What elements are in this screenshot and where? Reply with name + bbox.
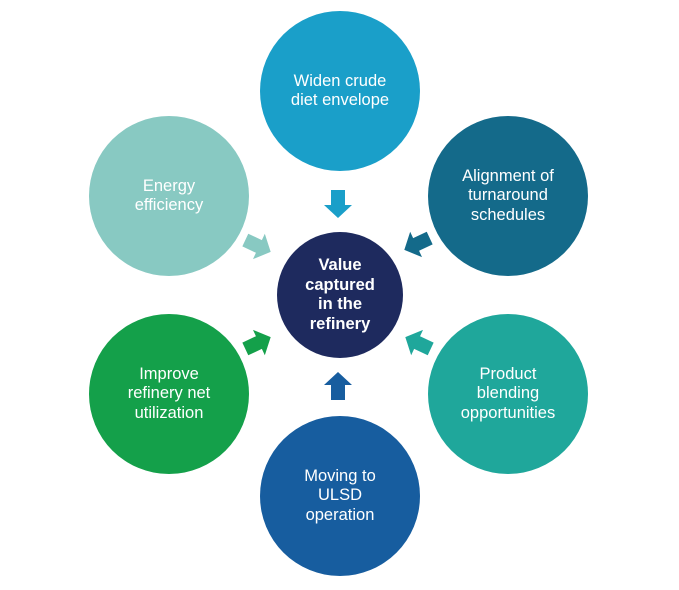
node-top-left: Energy efficiency (89, 116, 249, 276)
node-bottom-left-label: Improve refinery net utilization (127, 364, 211, 422)
center-node-label: Value captured in the refinery (305, 256, 375, 333)
node-bottom-right-label: Product blending opportunities (460, 364, 556, 422)
arrow-from-bottom (324, 372, 352, 400)
node-top: Widen crude diet envelope (260, 11, 420, 171)
node-bottom-label: Moving to ULSD operation (304, 466, 376, 524)
arrow-from-bottom-left (242, 329, 271, 356)
center-node: Value captured in the refinery (277, 232, 403, 358)
arrow-from-top-right (404, 231, 433, 258)
arrow-from-top-left (242, 233, 271, 260)
arrow-from-bottom-right (405, 329, 434, 356)
arrow-from-top (324, 190, 352, 218)
node-bottom: Moving to ULSD operation (260, 416, 420, 576)
node-top-right: Alignment of turnaround schedules (428, 116, 588, 276)
node-bottom-left: Improve refinery net utilization (89, 314, 249, 474)
node-top-label: Widen crude diet envelope (290, 71, 390, 110)
node-top-right-label: Alignment of turnaround schedules (462, 166, 554, 224)
node-top-left-label: Energy efficiency (134, 176, 204, 215)
node-bottom-right: Product blending opportunities (428, 314, 588, 474)
